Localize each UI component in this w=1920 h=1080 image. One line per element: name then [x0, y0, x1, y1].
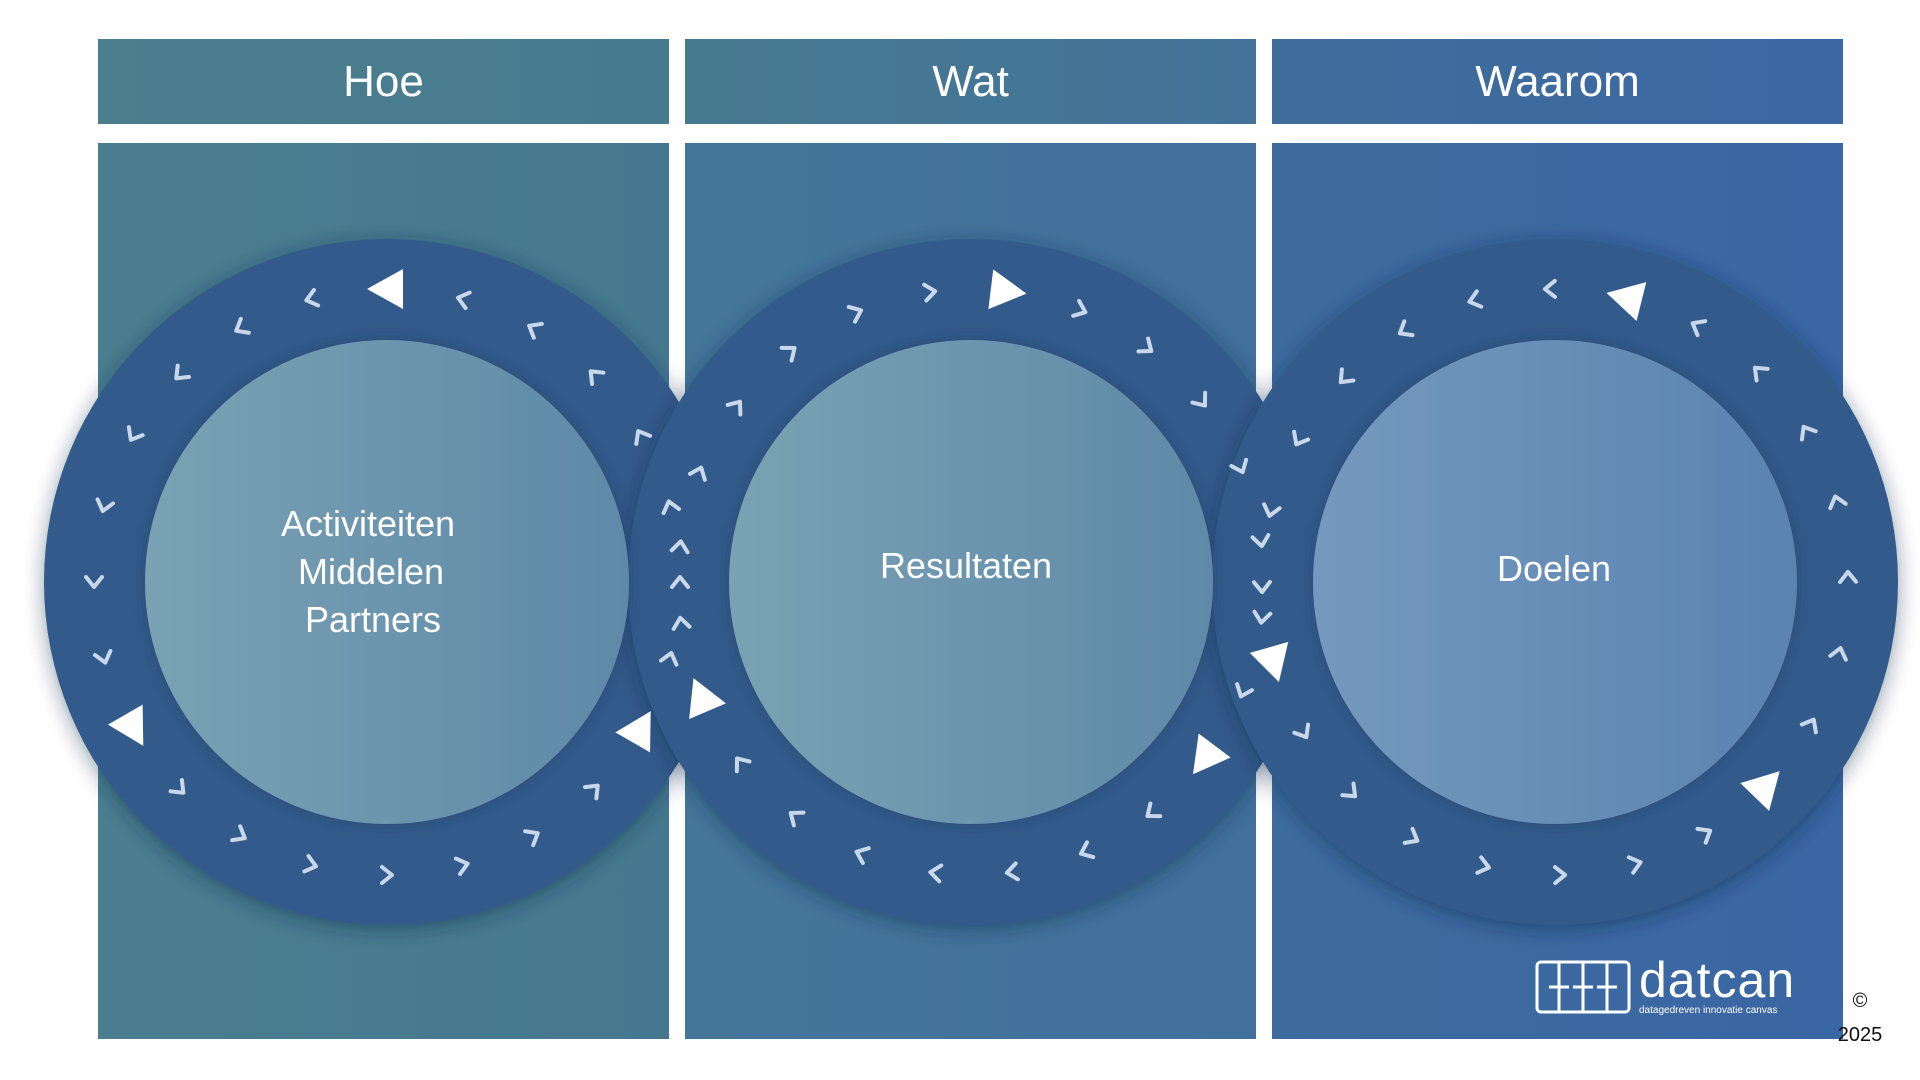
- chevron-arrow-icon: [1475, 855, 1491, 875]
- chevron-arrow-icon: [168, 778, 186, 795]
- circle-label-middelen: Middelen: [298, 551, 444, 592]
- chevron-arrow-icon: [1467, 289, 1484, 309]
- chevron-arrow-icon: [1292, 722, 1311, 740]
- chevron-arrow-icon: [523, 829, 540, 848]
- logo-tagline: datagedreven innovatie canvas: [1639, 1005, 1778, 1016]
- copyright-notice: © 2025: [1834, 984, 1886, 1052]
- circle-label-partners: Partners: [305, 599, 441, 640]
- large-arrow-icon: [1249, 641, 1289, 683]
- chevron-arrow-icon: [669, 539, 690, 555]
- chevron-arrow-icon: [1292, 429, 1311, 447]
- chevron-arrow-icon: [455, 290, 472, 311]
- datcan-logo-icon: [1535, 960, 1631, 1014]
- header-hoe: Hoe: [98, 39, 669, 124]
- chevron-arrow-icon: [230, 824, 247, 843]
- flow-arrows: [84, 269, 1859, 886]
- chevron-arrow-icon: [126, 425, 145, 442]
- chevron-arrow-icon: [779, 345, 797, 363]
- large-arrow-icon: [988, 269, 1027, 310]
- chevron-arrow-icon: [1626, 855, 1643, 875]
- chevron-arrow-icon: [1229, 457, 1249, 475]
- copyright-symbol: ©: [1852, 990, 1868, 1012]
- datcan-logo: datcan datagedreven innovatie canvas: [1535, 952, 1835, 1018]
- chevron-arrow-icon: [1004, 861, 1020, 882]
- circle-label-resultaten: Resultaten: [880, 545, 1052, 586]
- copyright-year: 2025: [1837, 1024, 1883, 1046]
- large-arrow-icon: [1606, 282, 1647, 321]
- chevron-arrow-icon: [1838, 569, 1859, 585]
- header-wat: Wat: [685, 39, 1256, 124]
- header-label: Wat: [932, 56, 1009, 106]
- large-arrow-icon: [615, 711, 651, 753]
- chevron-arrow-icon: [1828, 646, 1848, 662]
- chevron-arrow-icon: [1136, 336, 1154, 354]
- inner-circle-waarom: [1313, 340, 1797, 824]
- chevron-arrow-icon: [634, 429, 653, 446]
- header-waarom: Waarom: [1272, 39, 1843, 124]
- chevron-arrow-icon: [1190, 390, 1208, 408]
- chevron-arrow-icon: [1338, 367, 1356, 385]
- inner-circle-hoe: [145, 340, 629, 824]
- chevron-arrow-icon: [92, 648, 113, 665]
- chevron-arrow-icon: [234, 316, 251, 335]
- chevron-arrow-icon: [1828, 494, 1848, 511]
- chevron-arrow-icon: [922, 282, 938, 303]
- large-arrow-icon: [1740, 771, 1780, 811]
- chevron-arrow-icon: [380, 865, 394, 885]
- chevron-arrow-icon: [1752, 365, 1770, 383]
- chevron-arrow-icon: [788, 810, 806, 828]
- chevron-arrow-icon: [1542, 278, 1558, 299]
- large-arrow-icon: [367, 269, 403, 309]
- chevron-arrow-icon: [174, 363, 191, 381]
- large-arrow-icon: [689, 678, 726, 720]
- chevron-arrow-icon: [1402, 826, 1420, 845]
- chevron-arrow-icon: [846, 304, 864, 324]
- chevron-arrow-icon: [583, 783, 600, 801]
- chevron-arrow-icon: [1071, 299, 1088, 318]
- chevron-arrow-icon: [84, 575, 104, 589]
- chevron-arrow-icon: [1235, 682, 1254, 699]
- chevron-arrow-icon: [1799, 424, 1818, 442]
- large-arrow-icon: [1192, 733, 1231, 775]
- circle-label-activiteiten: Activiteiten: [281, 503, 455, 544]
- chevron-arrow-icon: [1250, 533, 1271, 549]
- chevron-arrow-icon: [1078, 840, 1096, 860]
- chevron-arrow-icon: [1397, 319, 1415, 338]
- chevron-arrow-icon: [688, 465, 707, 482]
- chevron-arrow-icon: [1252, 609, 1273, 625]
- chevron-arrow-icon: [661, 499, 682, 516]
- header-label: Waarom: [1475, 56, 1640, 106]
- chevron-arrow-icon: [1251, 579, 1272, 595]
- chevron-arrow-icon: [1145, 801, 1163, 819]
- chevron-arrow-icon: [453, 856, 470, 877]
- circle-label-doelen: Doelen: [1497, 548, 1611, 589]
- header-label: Hoe: [343, 56, 424, 106]
- chevron-arrow-icon: [527, 321, 544, 340]
- chevron-arrow-icon: [734, 756, 752, 774]
- chevron-arrow-icon: [1695, 826, 1713, 845]
- inner-circle-wat: [729, 340, 1213, 824]
- chevron-arrow-icon: [928, 863, 944, 884]
- chevron-arrow-icon: [670, 575, 690, 589]
- chevron-arrow-icon: [304, 287, 321, 308]
- chevron-arrow-icon: [95, 497, 116, 514]
- chevron-arrow-icon: [854, 846, 871, 865]
- chevron-arrow-icon: [1340, 781, 1358, 799]
- chevron-arrow-icon: [588, 369, 606, 386]
- chevron-arrow-icon: [302, 853, 319, 874]
- chevron-arrow-icon: [1690, 319, 1708, 338]
- large-arrow-icon: [107, 704, 144, 746]
- chevron-arrow-icon: [725, 399, 743, 417]
- chevron-arrow-icon: [658, 650, 679, 667]
- chevron-arrow-icon: [1552, 865, 1568, 886]
- chevron-arrow-icon: [1799, 717, 1818, 735]
- chevron-arrow-icon: [671, 615, 692, 631]
- logo-wordmark: datcan: [1639, 952, 1796, 1008]
- chevron-arrow-icon: [1262, 502, 1282, 518]
